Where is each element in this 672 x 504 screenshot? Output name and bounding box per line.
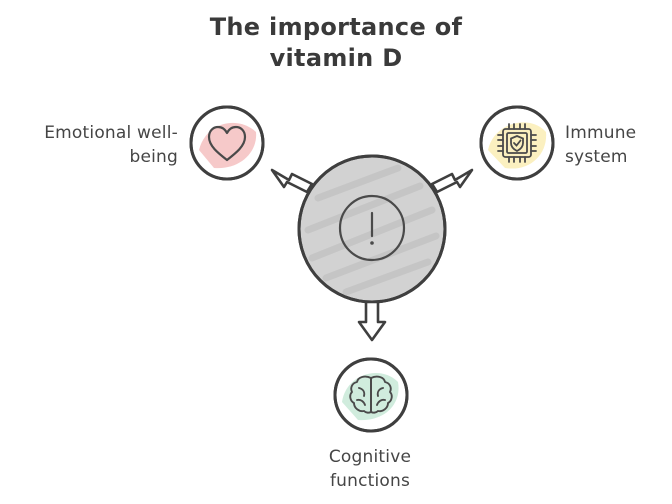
title-line-2: vitamin D	[269, 44, 403, 72]
diagram-title: The importance of vitamin D	[186, 12, 486, 74]
heart-icon	[207, 125, 247, 162]
chip-shield-icon	[497, 123, 537, 163]
brain-icon	[349, 375, 393, 414]
central-hub	[297, 154, 447, 304]
cognitive-functions-label-line-2: functions	[329, 471, 411, 491]
immune-system-node	[479, 105, 555, 181]
cognitive-functions-label-line-1: Cognitive	[328, 447, 412, 467]
emotional-wellbeing-node	[189, 105, 265, 181]
emotional-wellbeing-label: Emotional well- being	[6, 121, 178, 169]
immune-system-label: Immune system	[565, 121, 665, 169]
title-line-1: The importance of	[209, 13, 463, 41]
emotional-wellbeing-label-line-2: being	[129, 147, 178, 167]
arrow-to-bottom	[357, 300, 387, 342]
arrow-to-right	[430, 168, 474, 194]
immune-system-label-line-2: system	[565, 147, 628, 167]
arrow-to-left	[270, 168, 314, 194]
cognitive-functions-label: Cognitive functions	[290, 445, 450, 493]
cognitive-functions-node	[333, 357, 409, 433]
immune-system-label-line-1: Immune	[565, 123, 637, 143]
exclamation-icon	[338, 194, 406, 262]
emotional-wellbeing-label-line-1: Emotional well-	[44, 123, 178, 143]
